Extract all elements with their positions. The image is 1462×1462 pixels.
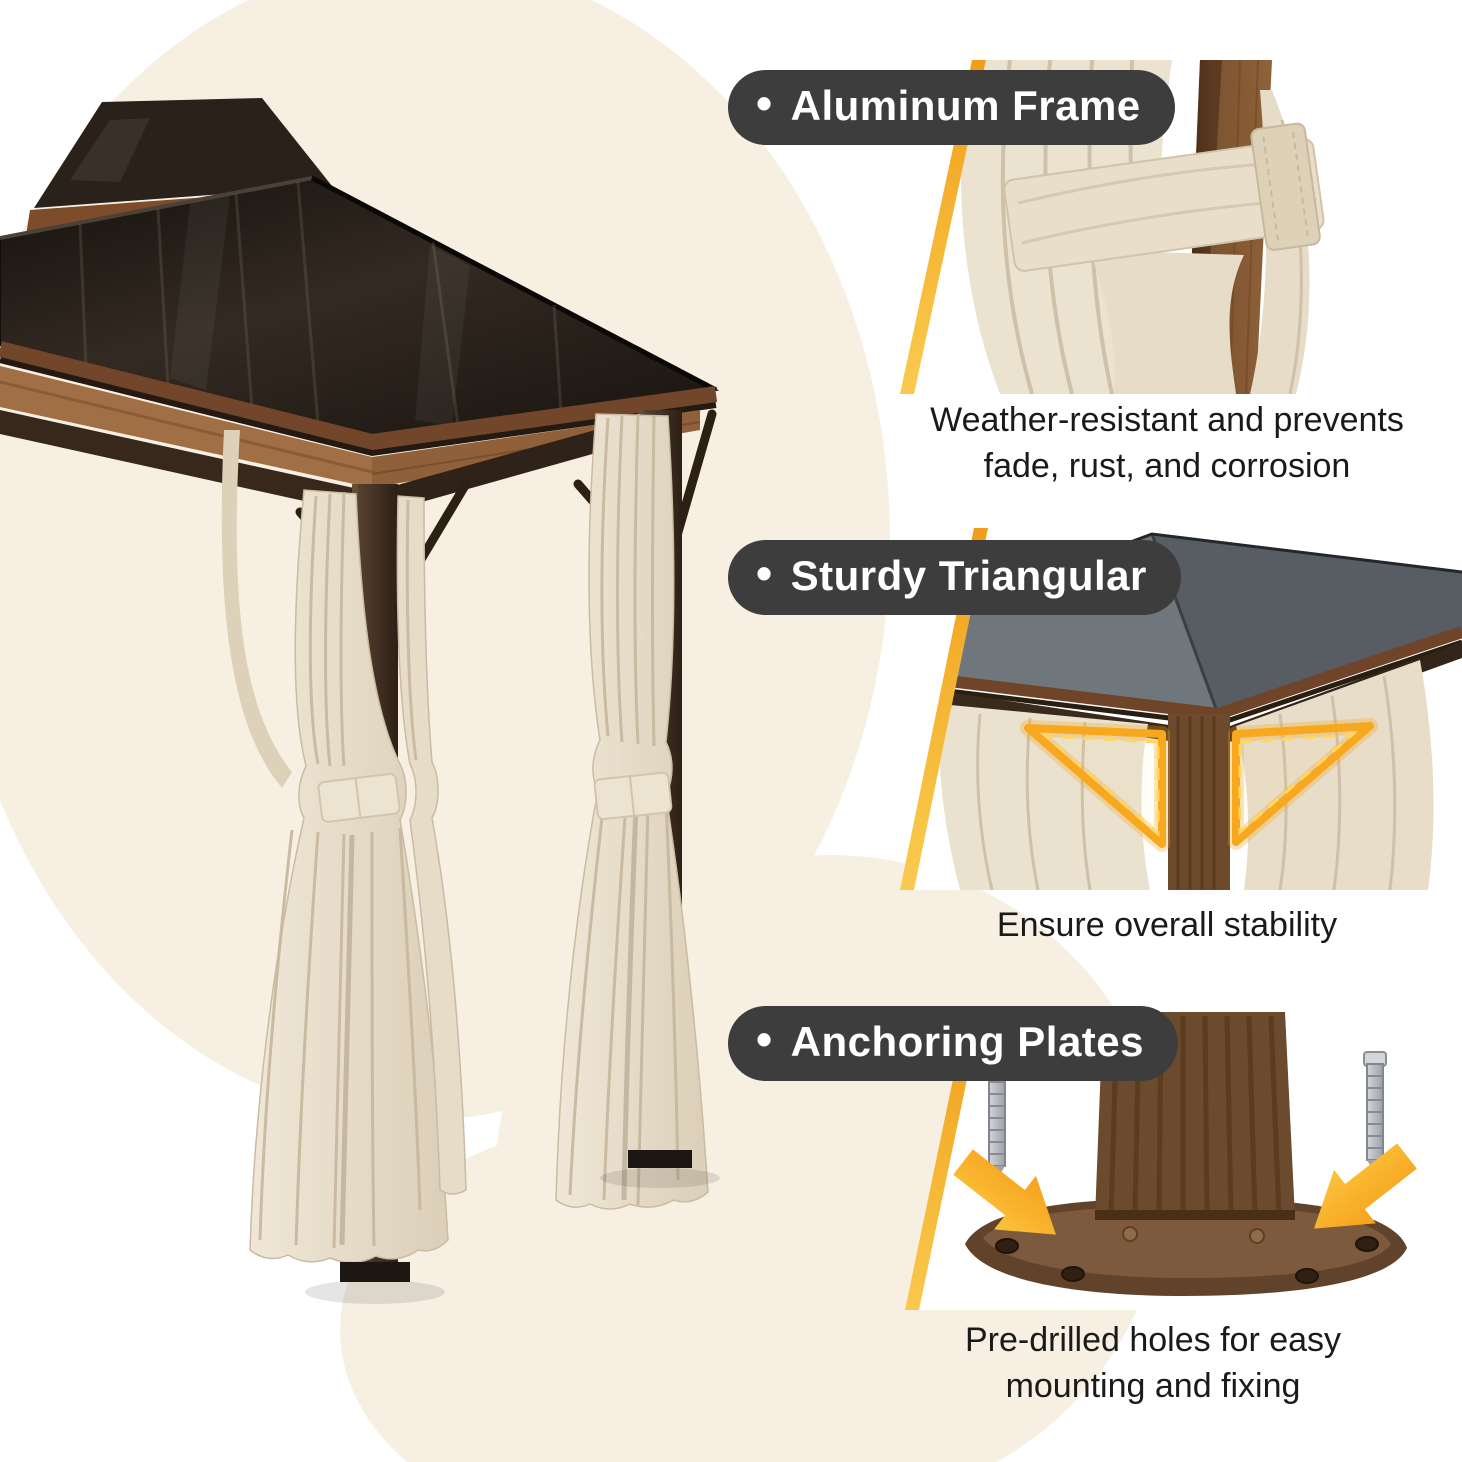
feature-badge-sturdy-triangular: • Sturdy Triangular <box>728 540 1181 615</box>
arrow-icon-left <box>953 1149 1056 1235</box>
tie-band <box>1003 122 1325 272</box>
gazebo-left-back-drape <box>221 430 292 788</box>
anchor-plate-illustration <box>953 1012 1417 1296</box>
left-curtain-tie-band <box>317 772 401 823</box>
feature-badge-label: Aluminum Frame <box>790 82 1141 129</box>
bullet-icon: • <box>756 1013 773 1066</box>
gazebo-post-feet <box>305 1150 720 1304</box>
feature-badge-anchoring-plates: • Anchoring Plates <box>728 1006 1179 1081</box>
anchor-bolt-right <box>1363 1051 1387 1174</box>
bullet-icon: • <box>756 547 773 600</box>
right-curtain-tie-band <box>593 771 673 821</box>
gazebo-illustration <box>0 98 720 1304</box>
feature-badge-aluminum-frame: • Aluminum Frame <box>728 70 1175 145</box>
arrow-icon-right <box>1314 1143 1417 1229</box>
feature-caption-aluminum-frame: Weather-resistant and prevents fade, rus… <box>930 401 1404 485</box>
feature-caption-sturdy-triangular: Ensure overall stability <box>996 906 1338 944</box>
gazebo-right-curtain <box>555 413 709 1210</box>
pre-drilled-holes <box>995 1236 1379 1284</box>
triangle-highlight-right <box>1228 718 1378 850</box>
gazebo-left-curtain <box>249 489 467 1264</box>
feature-caption-anchoring-plates: Pre-drilled holes for easy mounting and … <box>964 1321 1342 1405</box>
bullet-icon: • <box>756 77 773 130</box>
gazebo-product-image <box>0 60 760 1320</box>
gazebo-lower-roof <box>0 175 720 457</box>
feature-badge-label: Sturdy Triangular <box>790 552 1147 599</box>
triangle-highlight-left <box>1020 720 1170 852</box>
feature-badge-label: Anchoring Plates <box>790 1018 1145 1065</box>
